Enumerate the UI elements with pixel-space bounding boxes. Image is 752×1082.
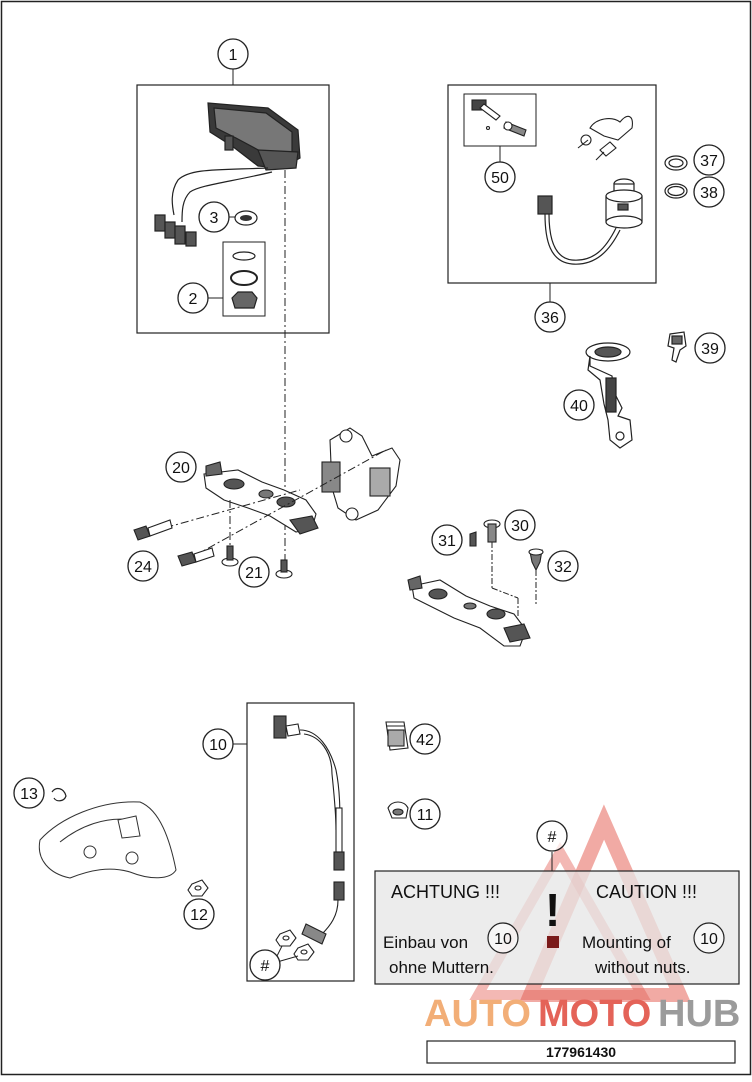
brake-disc-drawing [38,801,177,879]
callout-40: 40 [563,389,595,421]
svg-text:42: 42 [416,732,434,749]
callout-12: 12 [183,898,215,930]
warning-box: ACHTUNG !!! CAUTION !!! ! Einbau von ohn… [374,852,740,985]
bracket-small-drawing [407,575,531,647]
warning-ref-de: 10 [494,931,512,948]
warning-square [547,936,559,948]
svg-text:38: 38 [700,185,718,202]
svg-text:24: 24 [134,559,152,576]
svg-text:30: 30 [511,518,529,535]
callout-42: 42 [409,723,441,755]
callout-2: 2 [177,282,209,314]
callout-31: 31 [431,524,463,556]
svg-text:39: 39 [701,341,719,358]
warning-title-de: ACHTUNG !!! [391,882,500,902]
callout-10: 10 [202,728,234,760]
part-42-drawing [385,721,409,751]
callout-38: 38 [693,176,725,208]
svg-text:31: 31 [438,533,456,550]
keys-drawing [577,115,633,161]
callout-24: 24 [127,550,159,582]
part-12-drawing [187,879,209,897]
svg-text:32: 32 [554,559,572,576]
warning-line1-en: Mounting of [582,933,671,952]
part-40-drawing [585,342,633,449]
svg-text:37: 37 [700,153,718,170]
ignition-switch-drawing [537,178,643,265]
callout-1: 1 [217,38,249,70]
watermark-moto: MOTO [538,993,651,1035]
svg-text:13: 13 [20,786,38,803]
svg-text:3: 3 [210,210,219,227]
callout-3: 3 [198,201,230,233]
warning-title-en: CAUTION !!! [596,882,697,902]
watermark-auto: AUTO [424,993,531,1035]
svg-text:1: 1 [229,47,238,64]
callout-37: 37 [693,144,725,176]
callout-hash-nuts: # [249,949,281,981]
warning-line1-de: Einbau von [383,933,468,952]
callout-50: 50 [484,161,516,193]
part-11-drawing [387,801,409,819]
lock-cylinder-drawing [471,99,527,137]
warning-exclamation: ! [545,884,560,936]
callout-30: 30 [504,509,536,541]
bolt-24-drawing [133,519,173,541]
screws-21-drawing [221,545,293,579]
part-39-drawing [667,331,687,363]
svg-text:11: 11 [417,807,434,824]
parts-30-31-32-drawing [469,519,544,572]
warning-line2-de: ohne Muttern. [389,958,494,977]
watermark-hub: HUB [658,993,740,1035]
part-3-drawing [234,210,258,226]
svg-text:21: 21 [245,565,263,582]
group-box-10 [246,702,355,982]
bracket-20-drawing [203,427,401,535]
speedometer-drawing [154,102,301,247]
callout-36: 36 [534,301,566,333]
sensor-cable-drawing [273,715,345,945]
warning-ref-en-circle [693,922,725,954]
group-box-36 [447,84,657,284]
bolt-long-drawing [177,547,215,567]
part-2-drawing [230,251,258,309]
warning-ref-de-circle [487,922,519,954]
callout-11: 11 [409,798,441,830]
group-box-2 [222,241,266,317]
callout-hash-warning: # [536,820,568,852]
part-13-drawing [51,787,67,802]
svg-text:#: # [548,829,557,846]
svg-text:50: 50 [491,170,509,187]
svg-text:#: # [261,958,270,975]
diagram-number-box [426,1040,736,1064]
callout-21: 21 [238,556,270,588]
diagram-number: 177961430 [546,1044,616,1060]
warning-ref-en: 10 [700,931,718,948]
nuts-drawing [275,929,315,961]
callout-32: 32 [547,550,579,582]
callout-39: 39 [694,332,726,364]
warning-line2-en: without nuts. [594,958,690,977]
svg-text:36: 36 [541,310,559,327]
callout-20: 20 [165,451,197,483]
svg-text:10: 10 [209,737,227,754]
washers-37-38-drawing [664,155,688,199]
svg-text:2: 2 [189,291,198,308]
svg-text:20: 20 [172,460,190,477]
svg-text:40: 40 [570,398,588,415]
callout-13: 13 [13,777,45,809]
svg-text:12: 12 [190,907,208,924]
